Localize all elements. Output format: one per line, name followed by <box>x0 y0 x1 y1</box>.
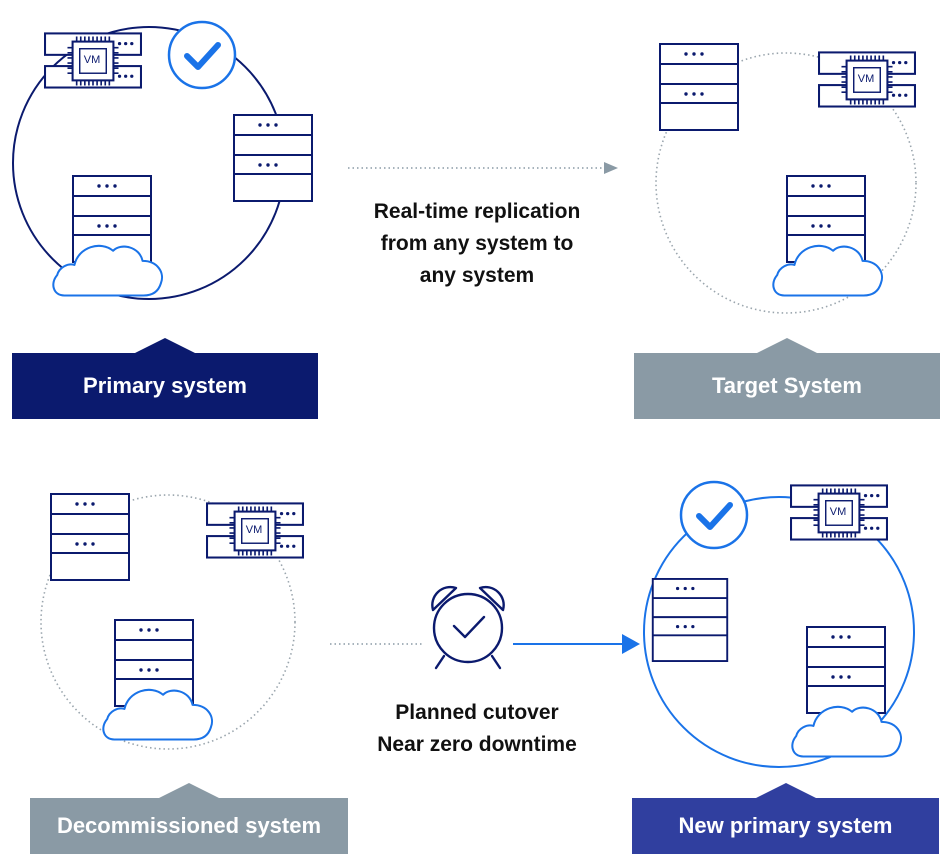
replication-line-1: Real-time replication <box>373 200 581 223</box>
alarm-clock-icon <box>431 585 505 670</box>
cloud-icon <box>791 705 903 758</box>
primary-system-panel: VM <box>12 22 314 300</box>
decommissioned-ring <box>40 494 296 750</box>
vm-label: VM <box>858 73 875 85</box>
checkmark-icon <box>169 22 235 88</box>
label-notch <box>135 338 195 353</box>
target-system-label-text: Target System <box>712 373 862 398</box>
server-icon <box>658 42 740 132</box>
vm-label: VM <box>830 506 847 518</box>
server-icon <box>651 577 729 663</box>
checkmark-icon <box>681 482 747 548</box>
vm-label: VM <box>84 54 101 66</box>
new-primary-system-label-text: New primary system <box>678 813 893 838</box>
label-notch <box>757 338 817 353</box>
cutover-caption: Planned cutover Near zero downtime <box>318 697 636 761</box>
replication-line-3: any system <box>419 264 535 287</box>
label-notch <box>159 783 219 798</box>
replication-arrow <box>348 162 618 174</box>
new-primary-system-label: New primary system <box>632 783 939 854</box>
cutover-line-2: Near zero downtime <box>377 733 577 756</box>
replication-line-2: from any system to <box>380 232 574 255</box>
server-icon <box>49 492 131 582</box>
new-primary-system-panel: VM <box>643 482 915 768</box>
primary-system-label-text: Primary system <box>83 373 247 398</box>
server-icon <box>806 626 886 714</box>
decommissioned-system-panel: VM <box>40 492 305 750</box>
replication-caption: Real-time replication from any system to… <box>318 196 636 292</box>
label-notch <box>755 783 816 798</box>
target-ring <box>655 52 917 314</box>
target-system-label: Target System <box>634 338 940 419</box>
cutover-arrow <box>330 634 640 654</box>
target-system-panel: VM <box>655 42 917 314</box>
new-primary-ring <box>643 496 915 768</box>
primary-system-label: Primary system <box>12 338 318 419</box>
server-icon <box>232 113 314 203</box>
cutover-line-1: Planned cutover <box>395 701 559 724</box>
vm-label: VM <box>246 524 263 536</box>
decommissioned-system-label: Decommissioned system <box>30 783 348 854</box>
decommissioned-system-label-text: Decommissioned system <box>56 813 322 838</box>
